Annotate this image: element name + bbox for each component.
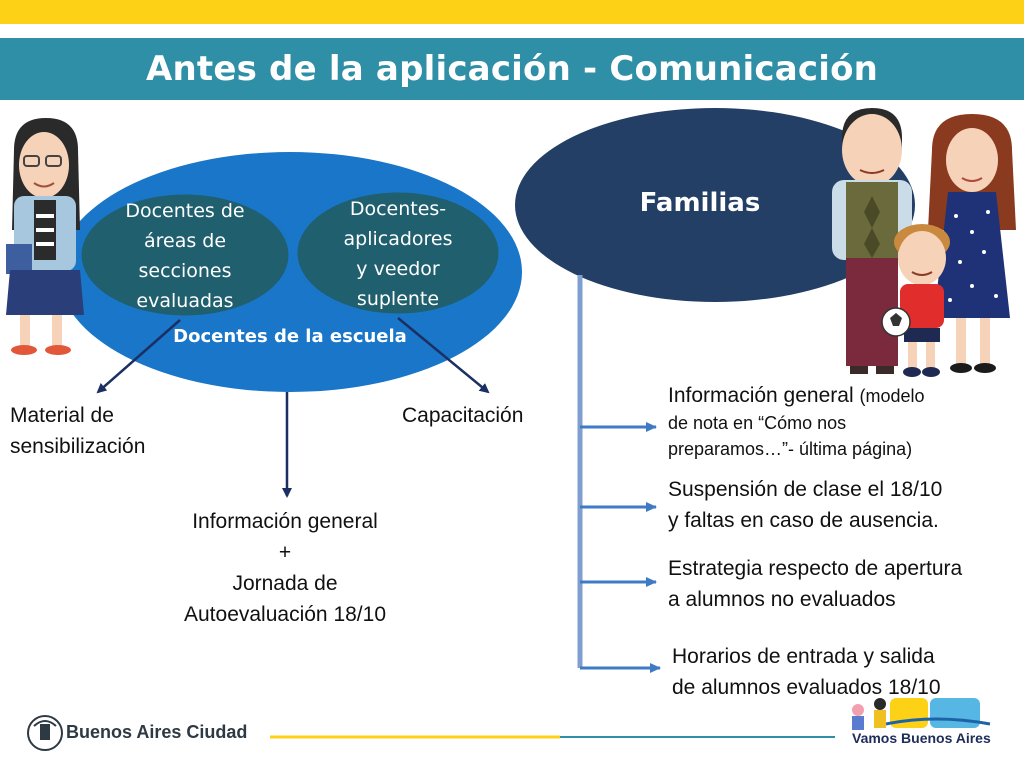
slide-title: Antes de la aplicación - Comunicación	[145, 49, 879, 89]
output-capacitacion: Capacitación	[402, 404, 524, 427]
output-material-line-1: Material de	[10, 404, 114, 427]
family-item-4-line-1: Horarios de entrada y salida	[672, 645, 935, 668]
bubble-left-line-4: evaluadas	[136, 290, 234, 312]
families-label: Familias	[639, 188, 761, 218]
bubble-left-line-2: áreas de	[143, 230, 227, 252]
output-center-line-3: Jornada de	[232, 572, 338, 595]
bubble-docentes-areas-text: Docentes de áreas de secciones evaluadas	[100, 196, 270, 316]
family-item-1-note-c: preparamos…”- última página)	[668, 439, 913, 459]
family-item-1-title: Información general	[668, 384, 854, 407]
families-ellipse	[515, 108, 915, 302]
teacher-illustration	[6, 118, 84, 355]
family-item-4-line-2: de alumnos evaluados 18/10	[672, 676, 941, 699]
family-item-1-note-b: de nota en “Cómo nos	[668, 413, 847, 433]
bubble-docentes-areas	[78, 191, 292, 319]
bubble-right-line-3: y veedor	[356, 258, 440, 280]
footer-right-brand: Vamos Buenos Aires	[852, 730, 991, 746]
output-center-line-4: Autoevaluación 18/10	[184, 603, 386, 626]
output-informacion-general: Información general + Jornada de Autoeva…	[140, 506, 430, 630]
buenos-aires-logo	[27, 715, 63, 751]
bubble-docentes-aplicadores-text: Docentes- aplicadores y veedor suplente	[313, 194, 483, 314]
vamos-buenos-aires-logo	[852, 698, 991, 730]
footer-left-brand: Buenos Aires Ciudad	[66, 722, 248, 742]
bubble-left-line-1: Docentes de	[125, 200, 245, 222]
family-item-3-line-1: Estrategia respecto de apertura	[668, 557, 963, 580]
family-item-1: Información general (modelo de nota en “…	[668, 382, 1018, 462]
family-illustration	[832, 108, 1016, 377]
arrow-to-capacitacion	[397, 317, 490, 394]
output-center-line-2: +	[278, 541, 292, 564]
family-item-2: Suspensión de clase el 18/10 y faltas en…	[668, 474, 1018, 536]
family-item-3-line-2: a alumnos no evaluados	[668, 588, 896, 611]
bubble-right-line-4: suplente	[356, 288, 440, 310]
school-label: Docentes de la escuela	[173, 326, 407, 347]
title-banner: Antes de la aplicación - Comunicación	[0, 38, 1024, 100]
top-accent-bar	[0, 0, 1024, 24]
family-item-1-note-a: (modelo	[859, 386, 925, 406]
bubble-right-line-2: aplicadores	[343, 228, 453, 250]
family-item-3: Estrategia respecto de apertura a alumno…	[668, 553, 1024, 615]
bubble-docentes-aplicadores	[294, 189, 502, 317]
output-material: Material de sensibilización	[10, 400, 210, 462]
output-center-line-1: Información general	[192, 510, 378, 533]
bubble-left-line-3: secciones	[138, 260, 232, 282]
family-item-4: Horarios de entrada y salida de alumnos …	[672, 641, 1022, 703]
family-item-2-line-2: y faltas en caso de ausencia.	[668, 509, 939, 532]
arrow-to-material	[96, 319, 181, 394]
bubble-right-line-1: Docentes-	[349, 198, 447, 220]
family-item-2-line-1: Suspensión de clase el 18/10	[668, 478, 943, 501]
output-material-line-2: sensibilización	[10, 435, 146, 458]
